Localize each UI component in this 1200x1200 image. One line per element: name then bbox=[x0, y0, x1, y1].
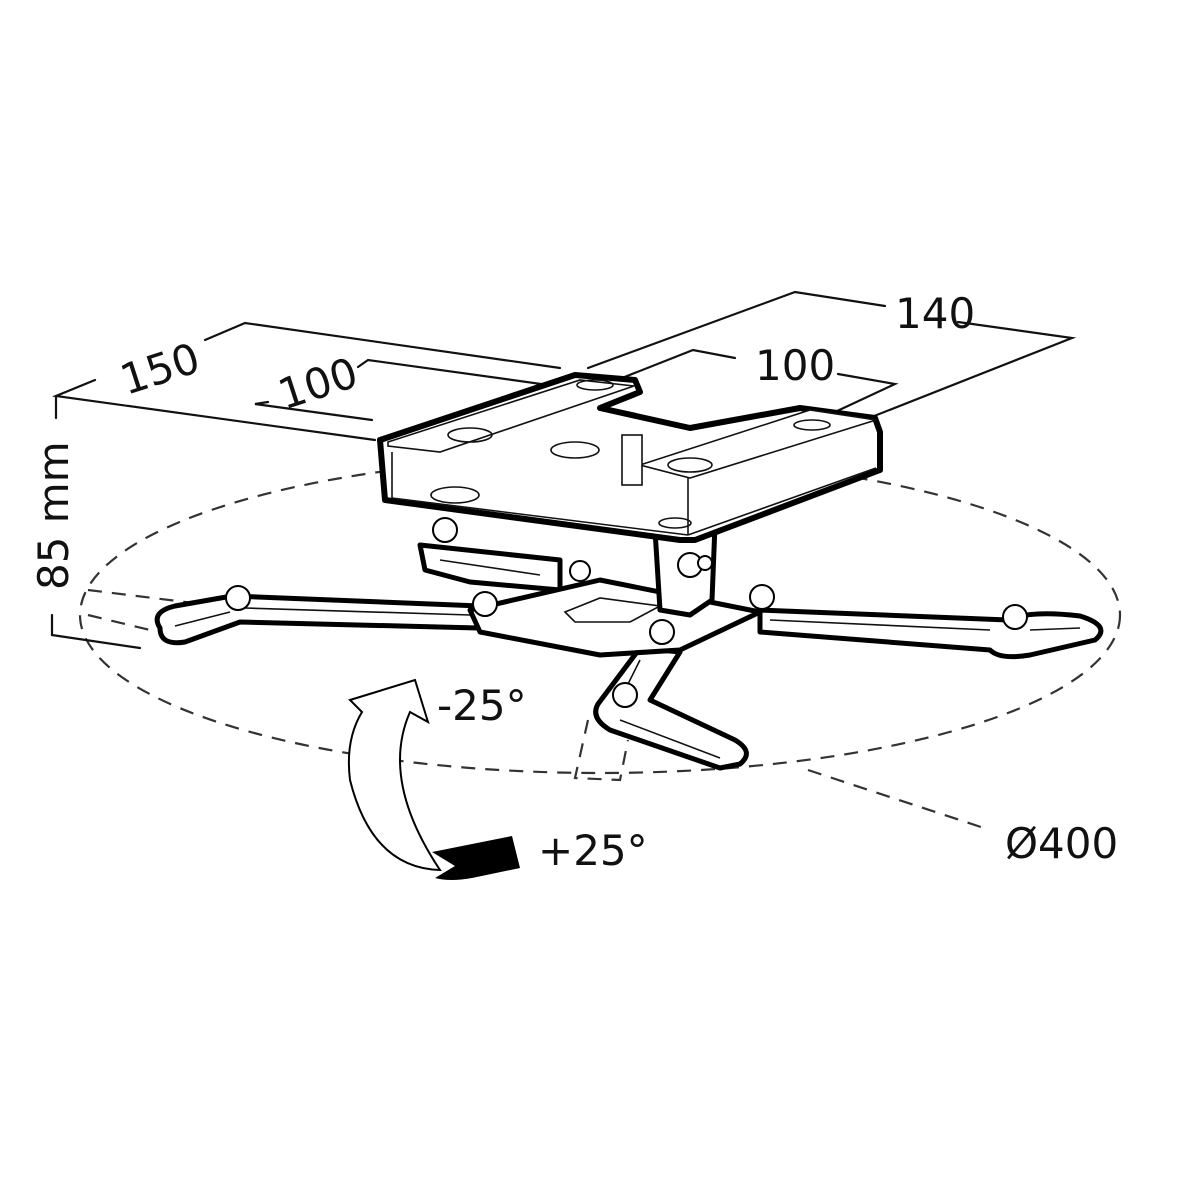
mount-arms bbox=[154, 542, 1104, 771]
dimension-150 bbox=[51, 321, 562, 442]
label-140: 140 bbox=[895, 289, 975, 338]
top-plate bbox=[377, 372, 883, 543]
label-85mm: 85 mm bbox=[29, 441, 78, 590]
label-plus-25: +25° bbox=[538, 826, 648, 875]
label-diameter-400: Ø400 bbox=[1005, 819, 1118, 868]
bolts bbox=[225, 517, 1028, 708]
label-minus-25: -25° bbox=[437, 681, 527, 730]
label-100-right: 100 bbox=[755, 341, 835, 390]
label-100-left: 100 bbox=[272, 348, 363, 419]
label-150: 150 bbox=[114, 333, 205, 404]
tilt-arrow-icon bbox=[347, 678, 520, 880]
dimension-140 bbox=[586, 290, 1077, 422]
dimension-100-left bbox=[254, 358, 572, 422]
foot-projection bbox=[573, 719, 630, 782]
dimension-100-right bbox=[620, 348, 899, 414]
